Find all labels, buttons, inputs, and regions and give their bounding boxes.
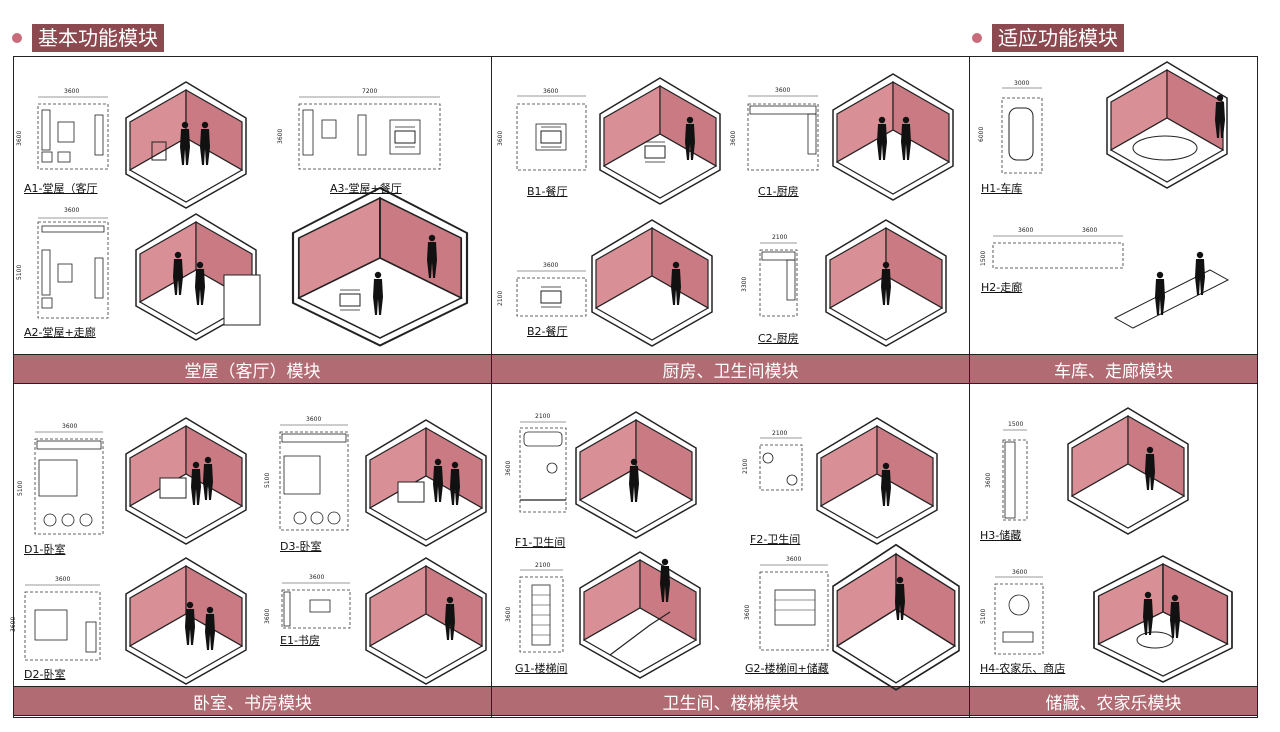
divider [491, 56, 492, 718]
dim-g1-width: 2100 [535, 562, 551, 569]
dim-c2-height: 3300 [741, 276, 748, 292]
dim-h3-width: 1500 [1008, 421, 1024, 428]
dim-b2-width: 3600 [543, 262, 559, 269]
dim-h1-height: 6000 [978, 126, 985, 142]
adaptive-modules-header: 适应功能模块 [972, 24, 1124, 52]
dim-h2-width-2: 3600 [1082, 227, 1098, 234]
dim-c1-width: 3600 [775, 87, 791, 94]
dim-b2-height: 2100 [497, 290, 504, 306]
module-h3-label: H3-储藏 [980, 529, 1022, 542]
dim-f2-width: 2100 [772, 430, 788, 437]
dim-a1-width: 3600 [64, 88, 80, 95]
module-g2-label: G2-楼梯间+储藏 [745, 662, 829, 675]
module-h4-label: H4-农家乐、商店 [980, 662, 1066, 675]
module-c1-label: C1-厨房 [758, 185, 799, 198]
dim-g2-height: 3600 [744, 604, 751, 620]
dim-a3-width: 7200 [362, 88, 378, 95]
adaptive-modules-title: 适应功能模块 [992, 24, 1124, 52]
band-garage: 车库、走廊模块 [970, 354, 1257, 384]
dim-b1-width: 3600 [543, 88, 559, 95]
dim-a2-width: 3600 [64, 207, 80, 214]
dim-a1-height: 3600 [16, 130, 23, 146]
dim-d3-width: 3600 [306, 416, 322, 423]
module-d3-label: D3-卧室 [280, 540, 322, 553]
band-living: 堂屋（客厅）模块 [14, 354, 491, 384]
dim-h2-height: 1500 [980, 250, 987, 266]
module-a1-label: A1-堂屋（客厅 [24, 182, 98, 195]
dim-h4-width: 3600 [1012, 569, 1028, 576]
module-h2-label: H2-走廊 [981, 281, 1023, 294]
dim-h4-height: 5100 [980, 608, 987, 624]
basic-modules-title: 基本功能模块 [32, 24, 164, 52]
module-f2-label: F2-卫生间 [750, 533, 801, 546]
dim-d2-width: 3600 [55, 576, 71, 583]
dim-h1-width: 3000 [1014, 80, 1030, 87]
module-e1-label: E1-书房 [280, 634, 320, 647]
dim-d3-height: 5100 [264, 472, 271, 488]
band-storage: 储藏、农家乐模块 [970, 686, 1257, 716]
module-c2-label: C2-厨房 [758, 332, 799, 345]
module-h1-label: H1-车库 [981, 182, 1023, 195]
dim-e1-width: 3600 [309, 574, 325, 581]
divider [969, 56, 970, 718]
dim-d1-width: 3600 [62, 423, 78, 430]
dim-d2-height: 3600 [10, 616, 17, 632]
dim-f2-height: 2100 [742, 458, 749, 474]
band-bedroom: 卧室、书房模块 [14, 686, 491, 716]
dim-f1-width: 2100 [535, 413, 551, 420]
dim-h2-width-1: 3600 [1018, 227, 1034, 234]
module-f1-label: F1-卫生间 [515, 536, 566, 549]
band-kitchen: 厨房、卫生间模块 [492, 354, 969, 384]
bullet-dot [972, 33, 982, 43]
module-d1-label: D1-卧室 [24, 543, 66, 556]
dim-c1-height: 3600 [730, 130, 737, 146]
module-d2-label: D2-卧室 [24, 668, 66, 681]
modules-frame [13, 56, 1258, 718]
bullet-dot [12, 33, 22, 43]
module-a3-label: A3-堂屋+餐厅 [330, 182, 402, 195]
dim-g2-width: 3600 [786, 556, 802, 563]
dim-b1-height: 3600 [497, 130, 504, 146]
basic-modules-header: 基本功能模块 [12, 24, 164, 52]
dim-d1-height: 5100 [17, 480, 24, 496]
dim-a2-height: 5100 [16, 264, 23, 280]
module-a2-label: A2-堂屋+走廊 [24, 326, 96, 339]
band-bath: 卫生间、楼梯模块 [492, 686, 969, 716]
dim-g1-height: 3600 [505, 606, 512, 622]
module-b2-label: B2-餐厅 [527, 325, 568, 338]
dim-h3-height: 3600 [985, 472, 992, 488]
dim-a3-height: 3600 [277, 128, 284, 144]
dim-e1-height: 3600 [264, 608, 271, 624]
dim-f1-height: 3600 [505, 460, 512, 476]
dim-c2-width: 2100 [772, 234, 788, 241]
module-b1-label: B1-餐厅 [527, 185, 568, 198]
module-g1-label: G1-楼梯间 [515, 662, 568, 675]
